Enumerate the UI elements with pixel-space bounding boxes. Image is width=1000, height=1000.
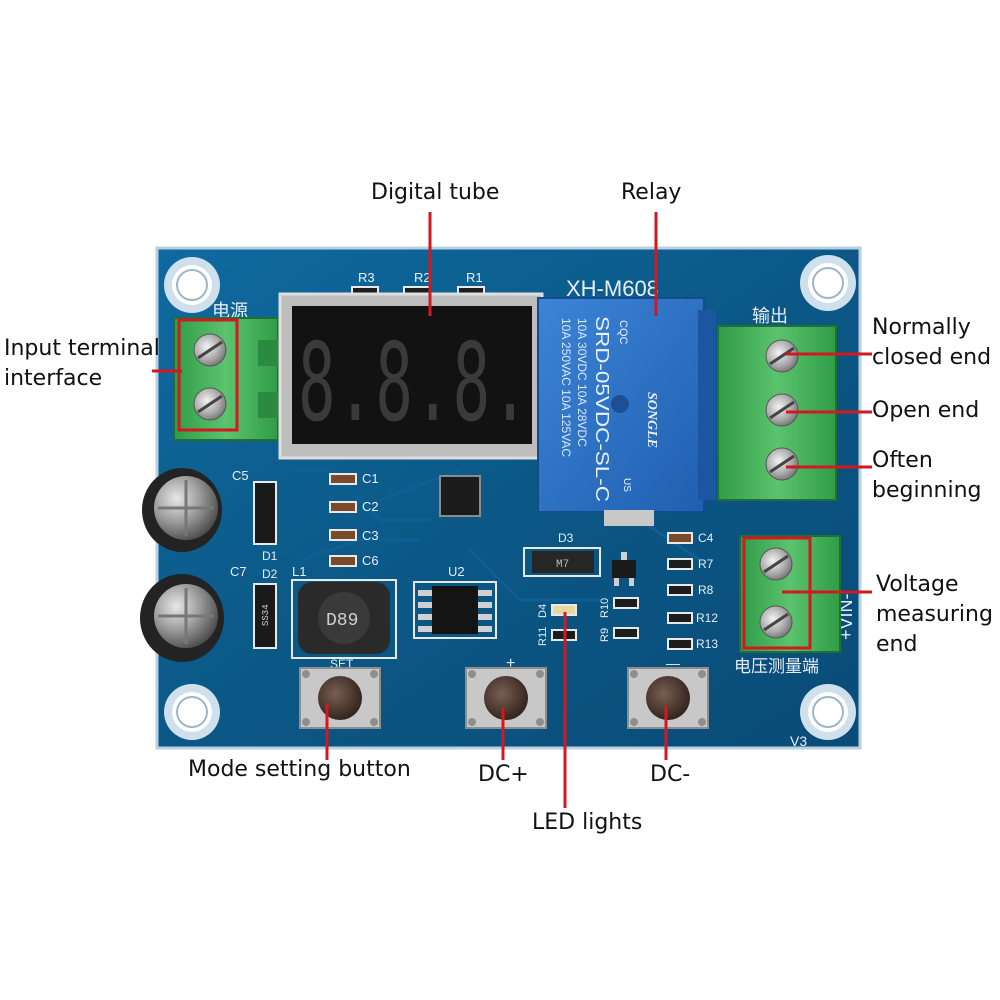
u2-label: U2: [448, 564, 465, 579]
c4-label: C4: [698, 531, 714, 545]
display-readout: 8.8.8.: [298, 321, 530, 446]
label-often-beginning-line1: Often: [872, 448, 933, 473]
diode-code: M7: [556, 559, 569, 571]
dc-minus-button[interactable]: [627, 667, 709, 729]
r11-label: R11: [537, 627, 549, 646]
label-voltage-measuring-line3: end: [876, 632, 918, 657]
power-cn-label: 电源: [212, 301, 248, 321]
diode-d3: [523, 547, 601, 577]
relay-markings: 10A 250VAC 10A 125VAC 10A 30VDC 10A 28VD…: [559, 316, 659, 502]
plus-label: +: [506, 655, 515, 672]
digital-tube-display: [278, 292, 544, 460]
relay-us: US: [621, 478, 632, 492]
d3-label: D3: [558, 531, 574, 545]
relay-text-line1: 10A 250VAC 10A 125VAC: [559, 318, 573, 457]
resistor-r10: [613, 597, 639, 609]
model-label: XH-M608: [566, 276, 659, 301]
r8-label: R8: [698, 583, 714, 597]
electrolytic-capacitor-c5: [142, 468, 222, 552]
c1-label: C1: [362, 471, 379, 486]
d1-label: D1: [262, 549, 278, 563]
label-voltage-measuring-line2: measuring: [876, 602, 993, 627]
dc-plus-button[interactable]: [465, 667, 547, 729]
r7-label: R7: [698, 557, 714, 571]
c3-label: C3: [362, 528, 379, 543]
l1-label: L1: [292, 564, 306, 579]
label-normally-closed-line1: Normally: [872, 315, 971, 340]
r2-label: R2: [414, 270, 431, 285]
label-input-terminal-line1: Input terminal: [4, 336, 160, 361]
capacitor-c3: [329, 529, 357, 541]
label-dc-plus: DC+: [478, 762, 529, 787]
capacitor-c4: [667, 532, 693, 544]
diode-d2: [253, 583, 277, 649]
mounting-hole-bottom-right: [800, 684, 856, 740]
r13-label: R13: [696, 637, 718, 651]
capacitor-c2: [329, 501, 357, 513]
relay-cqc: CQC: [617, 320, 629, 345]
electrolytic-capacitor-c7: [140, 574, 224, 662]
d2-label: D2: [262, 567, 278, 581]
label-dc-minus: DC-: [650, 762, 691, 787]
r12-label: R12: [696, 611, 718, 625]
label-input-terminal-line2: interface: [4, 366, 103, 391]
relay-module: [537, 297, 716, 526]
inductor-l1: [291, 579, 397, 659]
mounting-hole-top-left: [164, 257, 220, 313]
transistor: [612, 552, 636, 586]
resistor-r9: [613, 627, 639, 639]
c7-label: C7: [230, 564, 247, 579]
label-digital-tube: Digital tube: [371, 180, 500, 205]
mounting-hole-top-right: [800, 255, 856, 311]
microcontroller-chip: [439, 475, 481, 517]
r3-label: R3: [358, 270, 375, 285]
label-open-end: Open end: [872, 398, 980, 423]
voltage-cn-label: 电压测量端: [734, 657, 819, 676]
resistor-r8: [667, 584, 693, 596]
relay-text-line3: SRD-05VDC-SL-C: [592, 316, 612, 502]
diode-d1: [253, 481, 277, 545]
label-mode-setting-button: Mode setting button: [188, 757, 411, 782]
version-label: V3: [790, 733, 807, 749]
capacitor-c1: [329, 473, 357, 485]
label-normally-closed-line2: closed end: [872, 345, 992, 370]
label-often-beginning-line2: beginning: [872, 478, 982, 503]
voltage-terminal-block: [739, 535, 841, 653]
mounting-hole-bottom-left: [164, 684, 220, 740]
resistor-r7: [667, 558, 693, 570]
output-cn-label: 输出: [752, 306, 788, 326]
mode-setting-button[interactable]: [299, 667, 381, 729]
d4-label: D4: [537, 604, 549, 618]
inductor-code: D89: [326, 611, 358, 631]
label-led-lights: LED lights: [532, 810, 643, 835]
input-terminal-highlight: [177, 318, 239, 432]
relay-brand: SONGLE: [644, 392, 659, 448]
input-terminal-block: [173, 317, 279, 441]
resistor-r13: [667, 638, 693, 650]
annotation-lines: [152, 212, 872, 808]
c2-label: C2: [362, 499, 379, 514]
c5-label: C5: [232, 468, 249, 483]
relay-text-line2: 10A 30VDC 10A 28VDC: [575, 318, 589, 447]
r1-label: R1: [466, 270, 483, 285]
label-voltage-measuring-line1: Voltage: [876, 572, 959, 597]
capacitor-c6: [329, 555, 357, 567]
r9-label: R9: [599, 628, 611, 642]
ss34-code: SS34: [261, 604, 271, 626]
c6-label: C6: [362, 553, 379, 568]
label-relay: Relay: [621, 180, 682, 205]
r10-label: R10: [599, 598, 611, 618]
resistor-r12: [667, 612, 693, 624]
ic-u2: [413, 581, 497, 639]
